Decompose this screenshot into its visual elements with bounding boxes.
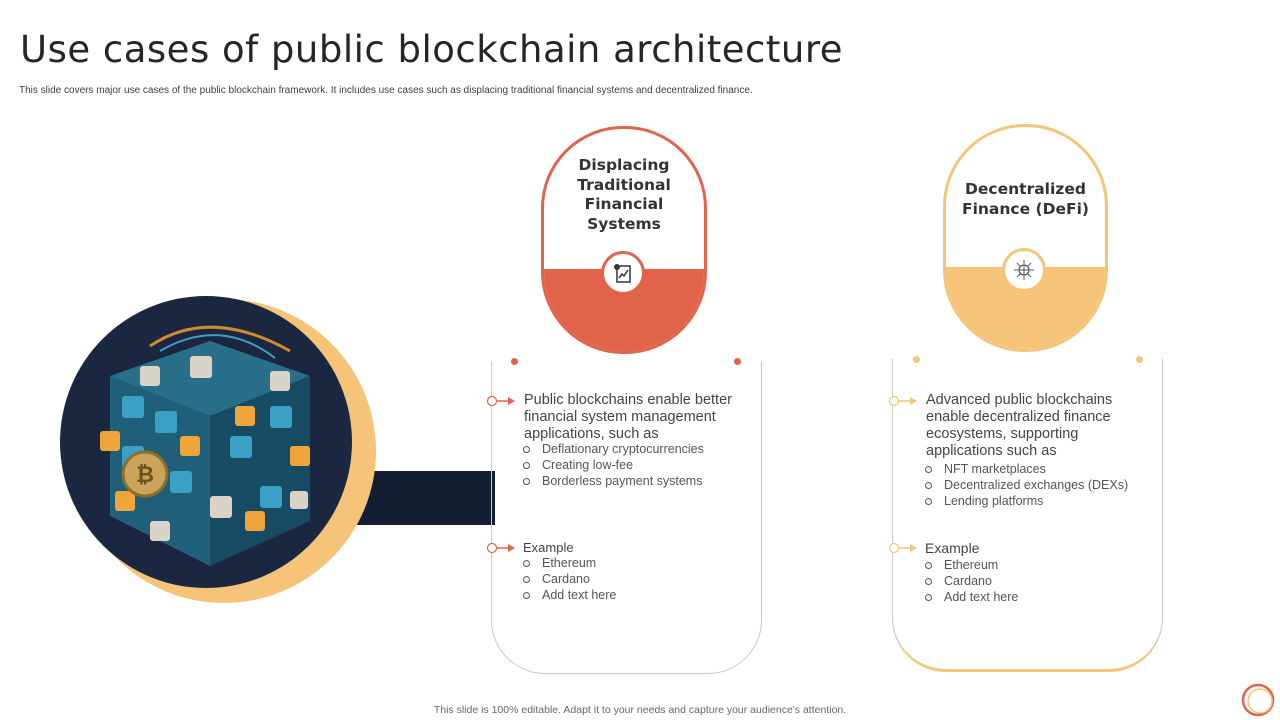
slide-subtitle: This slide covers major use cases of the… — [19, 85, 753, 96]
card2-header-pill — [943, 124, 1108, 352]
list-item: Decentralized exchanges (DEXs) — [924, 477, 1128, 493]
list-item: Ethereum — [522, 555, 616, 571]
list-item: Ethereum — [924, 557, 1018, 573]
card1-examples: Ethereum Cardano Add text here — [522, 555, 616, 603]
card2-intro: Advanced public blockchains enable decen… — [926, 392, 1113, 459]
list-item: Creating low-fee — [522, 457, 704, 473]
card1-list: Deflationary cryptocurrencies Creating l… — [522, 441, 704, 489]
svg-text:₿: ₿ — [136, 463, 154, 488]
card2-list: NFT marketplaces Decentralized exchanges… — [924, 461, 1128, 509]
list-item: Deflationary cryptocurrencies — [522, 441, 704, 457]
list-item: Borderless payment systems — [522, 473, 704, 489]
card2-example-arrow-icon — [888, 542, 917, 554]
card1-body — [491, 361, 762, 674]
list-item: Add text here — [522, 587, 616, 603]
list-item: Cardano — [522, 571, 616, 587]
card2-examples: Ethereum Cardano Add text here — [924, 557, 1018, 605]
card1-arrow-icon — [486, 395, 515, 407]
card1-dot-left — [511, 358, 518, 365]
list-item: Cardano — [924, 573, 1018, 589]
card2-example-label: Example — [925, 540, 980, 556]
list-item: Lending platforms — [924, 493, 1128, 509]
network-globe-icon — [1002, 248, 1046, 292]
list-item: Add text here — [924, 589, 1018, 605]
list-item: NFT marketplaces — [924, 461, 1128, 477]
card1-example-label: Example — [523, 540, 574, 555]
card2-dot-left — [913, 356, 920, 363]
card2-heading: Decentralized Finance (DeFi) — [962, 180, 1089, 218]
card1-heading: Displacing Traditional Financial Systems — [577, 156, 671, 233]
card2-dot-right — [1136, 356, 1143, 363]
blockchain-cube-image: ₿ — [60, 296, 376, 603]
slide-footer-note: This slide is 100% editable. Adapt it to… — [433, 704, 847, 716]
slide-title: Use cases of public blockchain architect… — [20, 28, 843, 71]
card1-intro: Public blockchains enable better financi… — [524, 392, 732, 442]
card1-example-arrow-icon — [486, 542, 515, 554]
financial-chart-icon — [601, 251, 645, 295]
card1-dot-right — [734, 358, 741, 365]
card2-arrow-icon — [888, 395, 917, 407]
brand-ring-icon — [1241, 683, 1275, 717]
card1-header-pill — [541, 126, 707, 354]
card2-body — [892, 359, 1163, 672]
